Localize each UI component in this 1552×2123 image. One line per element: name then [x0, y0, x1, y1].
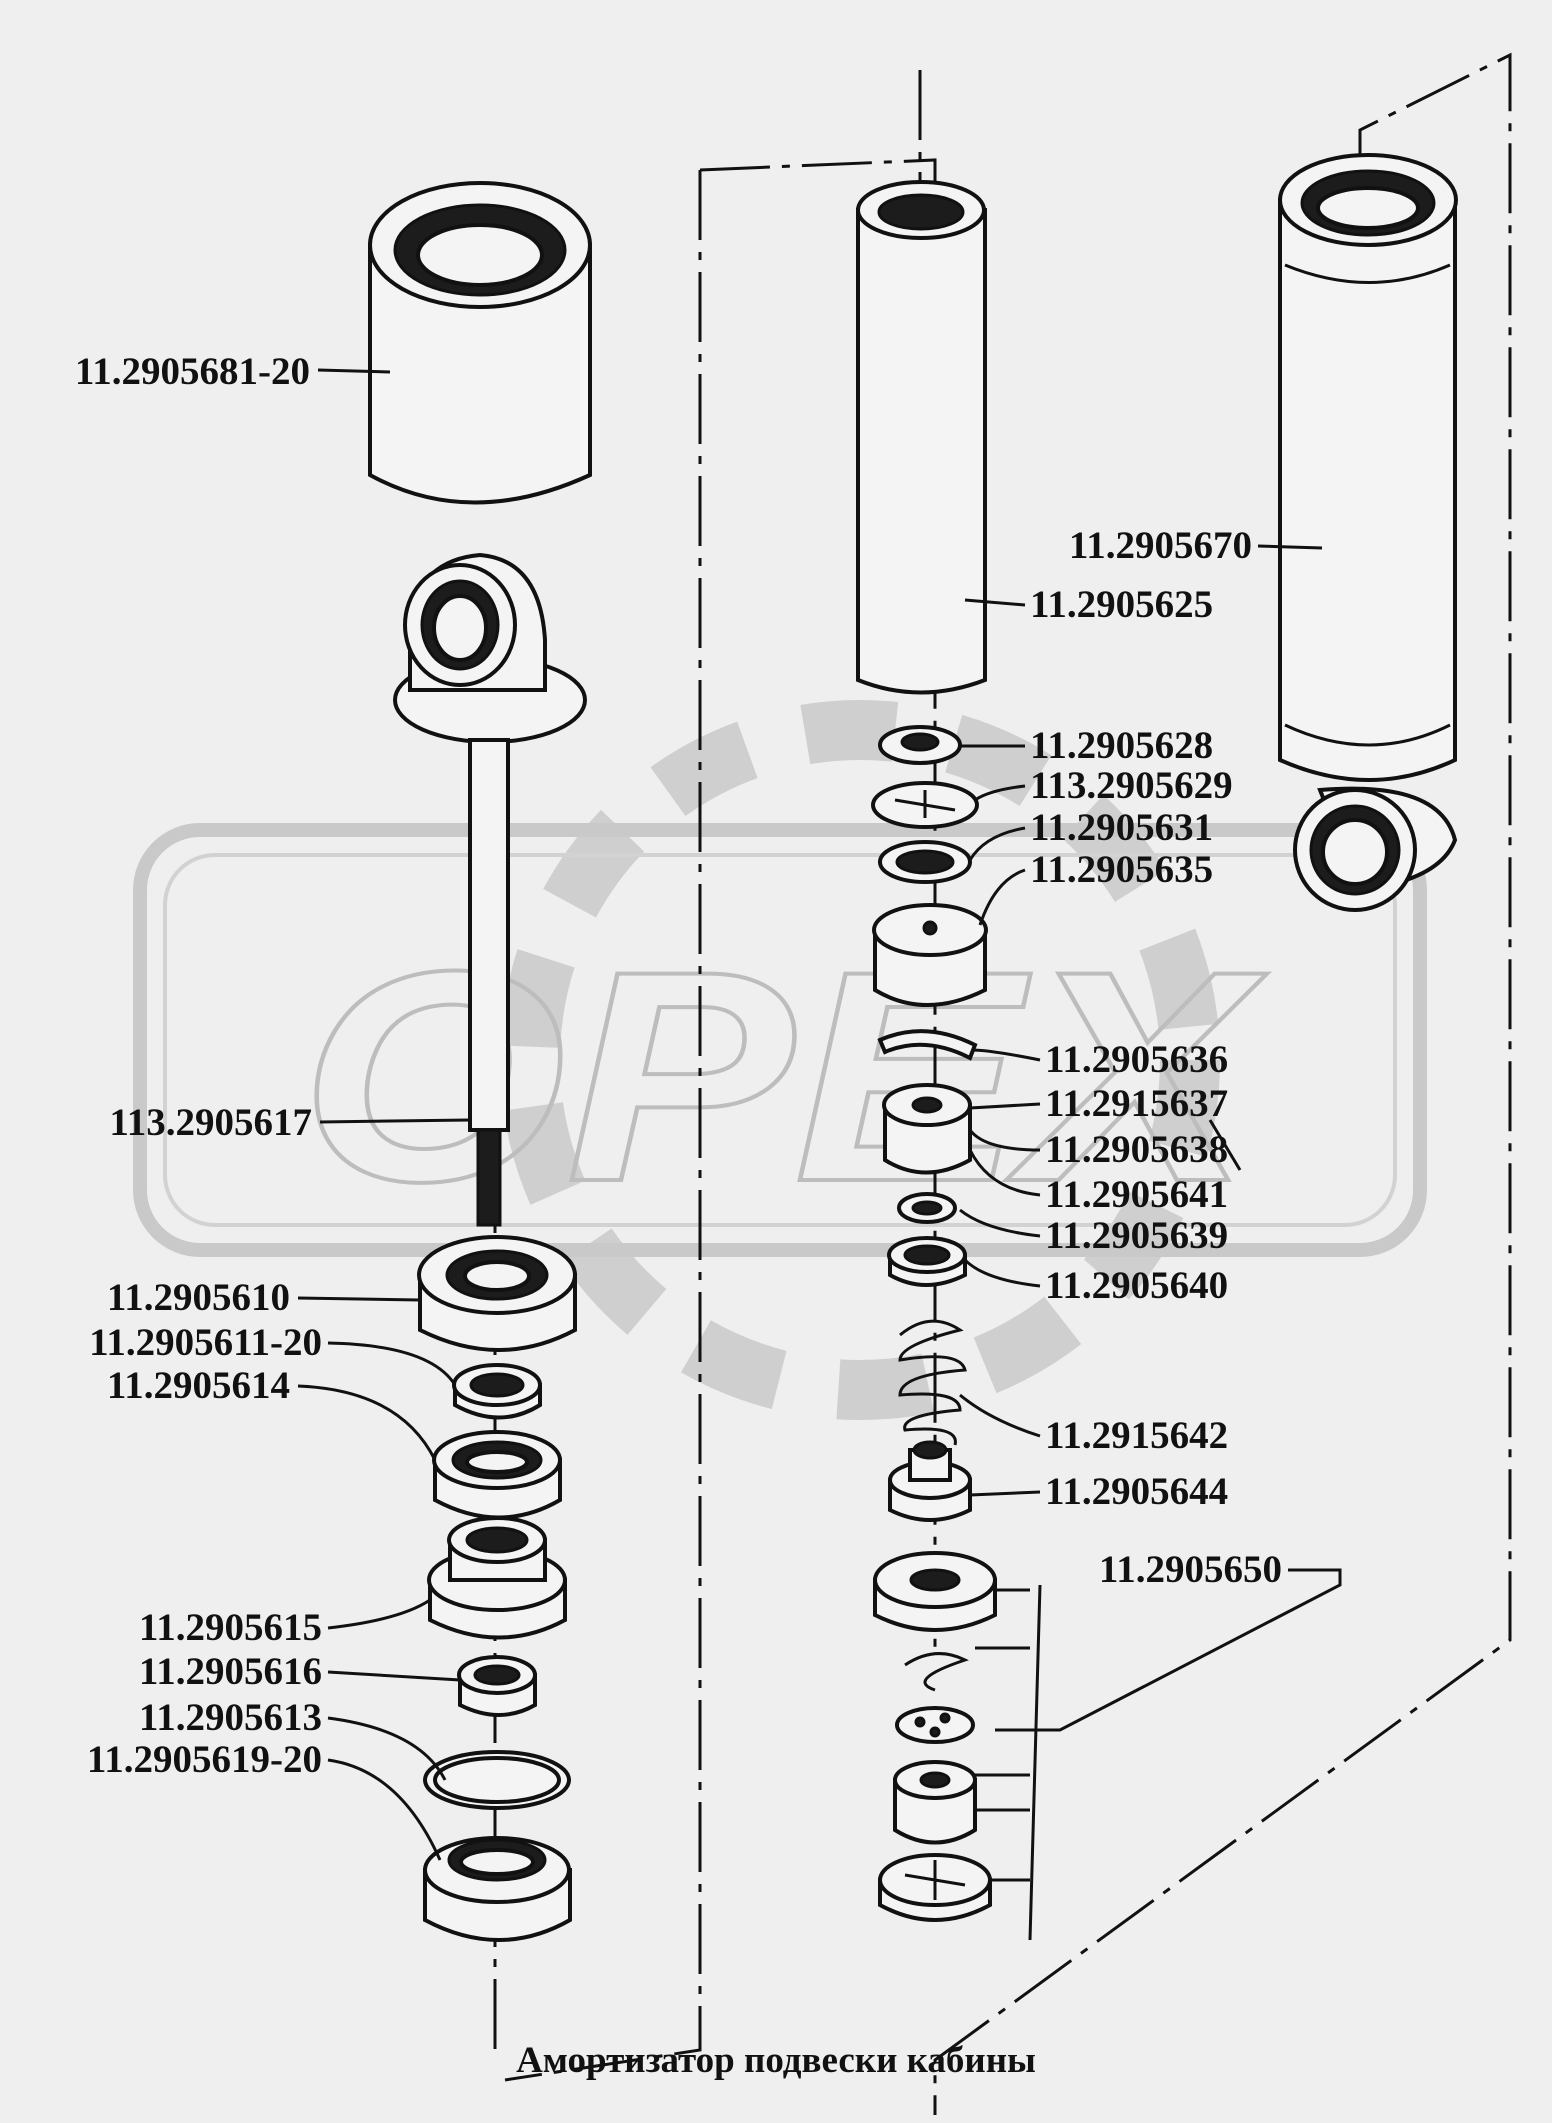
part-washer	[457, 1655, 537, 1717]
part-piston	[872, 903, 988, 1007]
part-seal	[432, 1430, 562, 1520]
watermark-text: ОРЕХ	[300, 908, 1268, 1244]
part-labels: 11.2905681-20 113.2905617 11.2905610 11.…	[75, 350, 1282, 1781]
leader-lines	[297, 368, 1342, 1941]
part-bottom-valve-body	[893, 1760, 977, 1845]
label-11-2905644: 11.2905644	[1045, 1470, 1228, 1513]
label-11-2905613: 11.2905613	[139, 1696, 322, 1739]
label-11-2905610: 11.2905610	[107, 1276, 290, 1319]
label-11-2915642: 11.2915642	[1045, 1414, 1228, 1457]
right-assembly	[1278, 153, 1458, 912]
part-valve-seat	[888, 1440, 972, 1522]
label-11-2905681-20: 11.2905681-20	[75, 350, 310, 393]
watermark: ОРЕХ	[133, 700, 1427, 1420]
part-valve-cap	[887, 1236, 967, 1287]
label-11-2905639: 11.2905639	[1045, 1214, 1228, 1257]
left-assembly	[368, 181, 592, 1942]
label-113-2905617: 113.2905617	[109, 1101, 312, 1144]
part-nut	[423, 1836, 572, 1942]
label-11-2905616: 11.2905616	[139, 1650, 322, 1693]
part-guide	[417, 1235, 577, 1352]
part-inner-tube	[856, 180, 987, 695]
label-11-2905635: 11.2905635	[1030, 848, 1213, 891]
part-outer-body	[1278, 153, 1458, 782]
part-body-eye	[1293, 786, 1458, 912]
label-11-2905611-20: 11.2905611-20	[89, 1321, 322, 1364]
part-small-spring	[904, 1652, 969, 1692]
part-cover-tube	[368, 181, 592, 505]
label-11-2915637: 11.2915637	[1045, 1082, 1228, 1125]
label-11-2905625: 11.2905625	[1030, 583, 1213, 626]
label-11-2905614: 11.2905614	[107, 1364, 290, 1407]
center-assembly	[856, 180, 997, 1922]
label-11-2905628: 11.2905628	[1030, 724, 1213, 767]
label-11-2905615: 11.2905615	[139, 1606, 322, 1649]
label-11-2905619-20: 11.2905619-20	[87, 1738, 322, 1781]
part-bushing	[427, 1516, 567, 1640]
label-11-2905640: 11.2905640	[1045, 1264, 1228, 1307]
part-spring	[898, 1319, 967, 1446]
part-bottom-plug	[878, 1853, 992, 1922]
label-11-2905631: 11.2905631	[1030, 806, 1213, 849]
part-perforated-disc	[895, 1706, 975, 1744]
label-11-2905650: 11.2905650	[1099, 1548, 1282, 1591]
label-11-2905641: 11.2905641	[1045, 1173, 1228, 1216]
label-11-2905638: 11.2905638	[1045, 1128, 1228, 1171]
diagram-caption: Амортизатор подвески кабины	[516, 2040, 1036, 2081]
label-11-2905636: 11.2905636	[1045, 1038, 1228, 1081]
part-bottom-valve	[873, 1551, 997, 1632]
part-o-ring-inner	[433, 1756, 561, 1804]
part-ring-small	[452, 1363, 542, 1420]
part-rod-with-eye	[393, 552, 587, 1227]
label-11-2905670: 11.2905670	[1069, 524, 1252, 567]
label-113-2905629: 113.2905629	[1030, 764, 1233, 807]
part-valve-body	[882, 1083, 972, 1175]
